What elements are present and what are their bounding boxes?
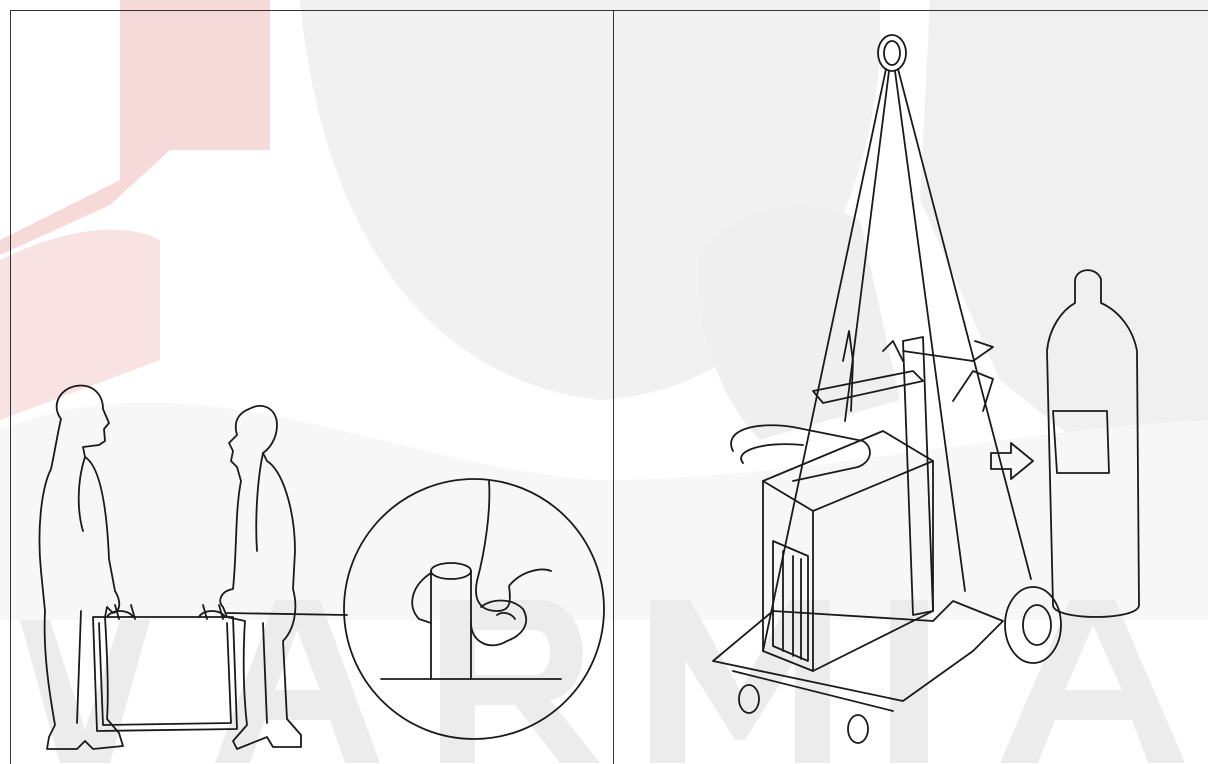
magnifier-circle-icon xyxy=(344,479,604,739)
gas-cylinder-icon xyxy=(1047,270,1139,617)
lifting-ring-icon xyxy=(878,35,906,71)
leader-line xyxy=(227,613,347,615)
right-illustration-panel xyxy=(613,10,1208,764)
welding-machine-icon xyxy=(93,605,237,731)
left-illustration-panel xyxy=(10,10,614,764)
welding-trolley-icon xyxy=(713,331,1061,743)
lifting-ropes xyxy=(763,69,1031,651)
person-icon xyxy=(220,406,301,749)
person-icon xyxy=(39,386,123,749)
